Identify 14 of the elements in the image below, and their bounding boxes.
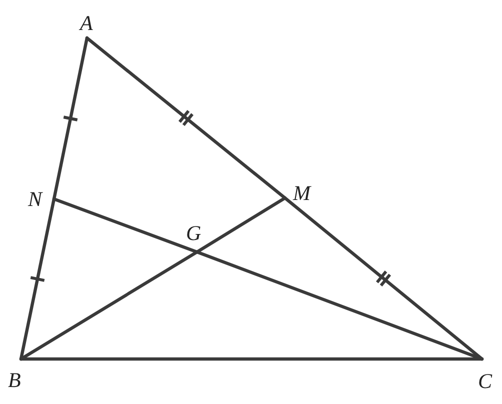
- point-label: A: [80, 12, 93, 34]
- line-segment: [85, 36, 287, 200]
- line-segment: [195, 196, 287, 254]
- point-label: N: [28, 188, 42, 210]
- point-label: B: [8, 369, 21, 391]
- point-label: M: [293, 182, 310, 204]
- line-segment: [195, 250, 484, 361]
- line-segment: [52, 36, 89, 201]
- line-segment: [19, 357, 484, 361]
- point-label: G: [186, 222, 202, 244]
- line-segment: [19, 197, 56, 361]
- line-segment: [52, 197, 199, 254]
- line-segment: [19, 250, 199, 361]
- point-label: C: [478, 370, 492, 392]
